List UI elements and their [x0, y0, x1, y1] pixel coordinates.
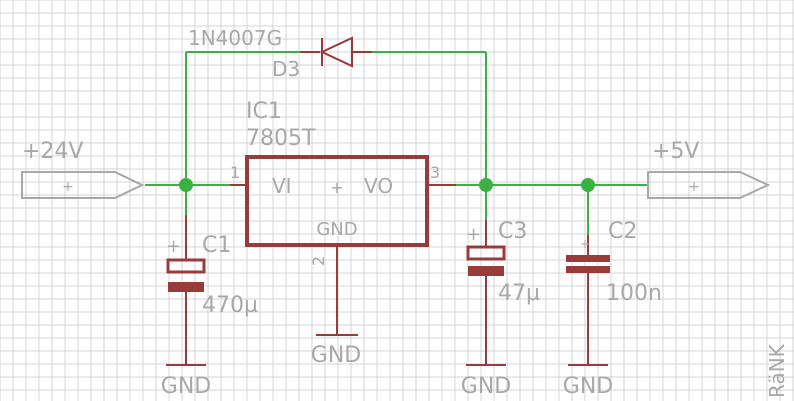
watermark-text: RäNK: [765, 343, 789, 398]
c3-name: C3: [498, 219, 527, 244]
regulator-pin1-number: 1: [230, 163, 240, 182]
ground-c2: GND: [563, 364, 613, 399]
port-out-plus: +: [688, 179, 700, 195]
capacitor-c1: + C1 470µ: [166, 215, 258, 365]
ground-c1: GND: [161, 364, 211, 399]
c1-value: 470µ: [202, 293, 258, 318]
power-out-label: +5V: [652, 139, 699, 164]
gnd-label-4: GND: [563, 374, 613, 399]
regulator-pin-gnd: GND: [316, 219, 357, 240]
regulator-name: IC1: [246, 99, 282, 124]
regulator-ic1: IC1 7805T VI + VO GND 1 3 2: [230, 99, 456, 335]
c2-value: 100n: [606, 281, 662, 306]
wires: [145, 51, 648, 235]
ground-regulator: GND: [311, 334, 361, 368]
gnd-label-1: GND: [161, 374, 211, 399]
diode-name: D3: [272, 57, 300, 81]
regulator-pin2-number: 2: [309, 256, 328, 266]
c2-name: C2: [608, 219, 637, 244]
c2-marker: +: [580, 237, 590, 251]
c3-value: 47µ: [498, 281, 540, 306]
power-out-port: + +5V: [647, 139, 771, 199]
junction-output: [479, 178, 493, 192]
regulator-center-plus: +: [330, 178, 343, 197]
regulator-pin-vo: VO: [364, 174, 393, 198]
regulator-value: 7805T: [246, 126, 316, 151]
power-in-port: + +24V: [21, 139, 145, 199]
c1-polarity: +: [166, 236, 181, 257]
gnd-label-3: GND: [461, 374, 511, 399]
ground-c3: GND: [461, 364, 511, 399]
junction-input: [179, 178, 193, 192]
power-in-label: +24V: [22, 139, 83, 164]
gnd-label-2: GND: [311, 343, 361, 368]
c3-polarity: +: [466, 224, 481, 245]
port-in-plus: +: [62, 179, 74, 195]
c1-name: C1: [202, 233, 231, 258]
diode-value: 1N4007G: [188, 26, 282, 50]
junction-c2: [581, 178, 595, 192]
diode-d3: 1N4007G D3: [188, 26, 372, 81]
capacitor-c3: + C3 47µ: [466, 219, 540, 365]
regulator-pin-vi: VI: [272, 174, 292, 198]
regulator-pin3-number: 3: [430, 163, 440, 182]
capacitor-c2: + C2 100n: [566, 219, 662, 365]
